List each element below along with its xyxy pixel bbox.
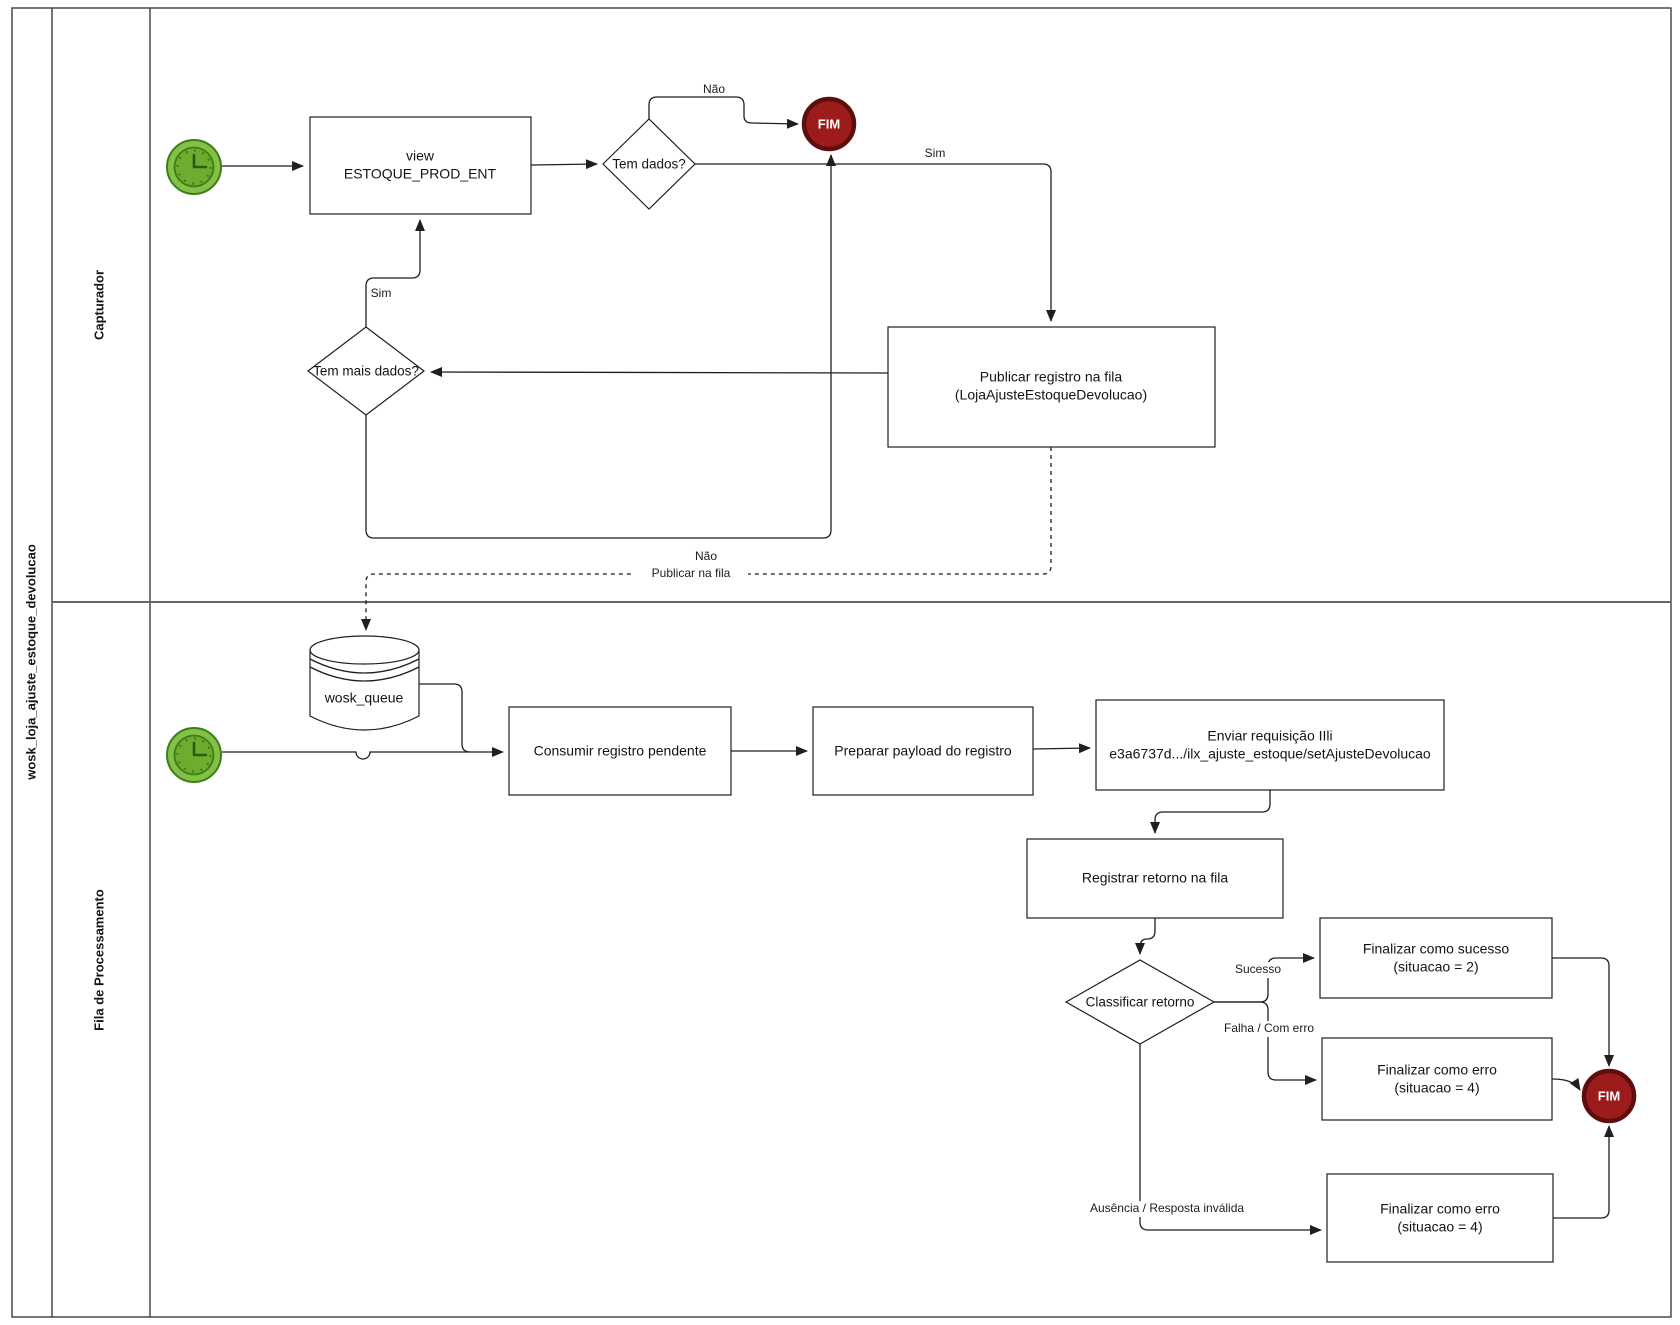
task-box[interactable] xyxy=(1326,1173,1554,1263)
task-label-line2: (LojaAjusteEstoqueDevolucao) xyxy=(955,387,1147,403)
clock-hands-icon xyxy=(192,153,208,169)
gateway-label: Classificar retorno xyxy=(1086,995,1195,1010)
gateway-diamond[interactable] xyxy=(307,326,425,416)
clock-ticks xyxy=(176,149,212,185)
edge-classificar-ausencia xyxy=(1139,1044,1322,1235)
timer-start-event-fila[interactable] xyxy=(166,727,222,783)
end-event-label: FIM xyxy=(1598,1088,1620,1103)
edge-preparar-to-enviar xyxy=(1032,743,1091,754)
edge-tem-mais-nao xyxy=(365,154,836,539)
task-label-line1: Finalizar como erro xyxy=(1380,1201,1500,1217)
pool-wosk-loja-ajuste-estoque-devolucao: wosk_loja_ajuste_estoque_devolucao Captu… xyxy=(11,7,1672,1318)
task-finalizar-como-erro-1[interactable]: Finalizar como erro (situacao = 4) xyxy=(1321,1037,1553,1121)
edge-label-sim: Sim xyxy=(925,146,946,160)
task-label-line2: (situacao = 2) xyxy=(1393,959,1478,975)
edge-label-nao-loop: Não xyxy=(695,549,717,563)
task-label-line1: Publicar registro na fila xyxy=(980,369,1123,385)
task-view-estoque-prod-ent[interactable]: view ESTOQUE_PROD_ENT xyxy=(309,116,532,215)
cylinder-top xyxy=(309,635,420,665)
timer-start-event-capturador[interactable] xyxy=(166,139,222,195)
task-label-line1: Finalizar como sucesso xyxy=(1363,941,1509,957)
task-label-line2: e3a6737d.../ilx_ajuste_estoque/setAjuste… xyxy=(1109,746,1431,762)
gateway-tem-mais-dados[interactable]: Tem mais dados? xyxy=(307,326,425,416)
task-finalizar-como-sucesso[interactable]: Finalizar como sucesso (situacao = 2) xyxy=(1319,917,1553,999)
task-preparar-payload[interactable]: Preparar payload do registro xyxy=(812,706,1034,796)
end-event-icon xyxy=(801,96,857,152)
task-finalizar-como-erro-2[interactable]: Finalizar como erro (situacao = 4) xyxy=(1326,1173,1554,1263)
edge-queue-to-consumir xyxy=(419,683,471,753)
task-label-line2: (situacao = 4) xyxy=(1394,1080,1479,1096)
pool-title: wosk_loja_ajuste_estoque_devolucao xyxy=(23,544,38,781)
label-backing xyxy=(1230,962,1288,978)
edge-label-ausencia: Ausência / Resposta inválida xyxy=(1090,1201,1244,1215)
edge-start2-to-consumir xyxy=(222,747,504,760)
task-label-line2: ESTOQUE_PROD_ENT xyxy=(344,166,497,182)
task-label: Consumir registro pendente xyxy=(534,743,707,759)
task-label-line1: Enviar requisição IIli xyxy=(1207,728,1332,744)
edge-registrar-to-classificar xyxy=(1135,918,1156,955)
cylinder-rim-2 xyxy=(309,666,420,682)
edge-tem-dados-sim xyxy=(695,163,1056,322)
task-publicar-registro-na-fila[interactable]: Publicar registro na fila (LojaAjusteEst… xyxy=(887,326,1216,448)
edge-erro2-to-fim xyxy=(1553,1125,1614,1219)
edge-label-falha: Falha / Com erro xyxy=(1224,1021,1314,1035)
edge-erro1-to-fim xyxy=(1551,1078,1581,1091)
end-event-fim-fila[interactable]: FIM xyxy=(1581,1068,1637,1124)
edge-tem-mais-sim xyxy=(365,219,425,327)
gateway-classificar-retorno[interactable]: Classificar retorno xyxy=(1064,959,1216,1045)
task-label-line1: Finalizar como erro xyxy=(1377,1062,1497,1078)
edge-label-publicar-na-fila: Publicar na fila xyxy=(652,566,731,580)
edge-enviar-to-registrar xyxy=(1150,790,1271,834)
task-box[interactable] xyxy=(508,706,732,796)
lane-label-fila-de-processamento: Fila de Processamento xyxy=(91,889,106,1031)
edge-classificar-sucesso xyxy=(1214,953,1315,1003)
end-event-fim-capturador[interactable]: FIM xyxy=(801,96,857,152)
task-box[interactable] xyxy=(887,326,1216,448)
sequence-flows: wosk_queue --> xyxy=(222,96,1614,1235)
task-consumir-registro-pendente[interactable]: Consumir registro pendente xyxy=(508,706,732,796)
datastore-wosk-queue[interactable]: wosk_queue xyxy=(309,635,420,731)
cylinder-rim-1 xyxy=(309,658,420,674)
task-box[interactable] xyxy=(309,116,532,215)
lane-label-capturador: Capturador xyxy=(91,270,106,340)
task-box[interactable] xyxy=(1319,917,1553,999)
gateway-label: Tem mais dados? xyxy=(313,364,419,379)
label-backing xyxy=(634,566,748,582)
pool-border xyxy=(11,7,1672,1318)
gateway-diamond[interactable] xyxy=(1064,959,1216,1045)
end-event-label: FIM xyxy=(818,116,840,131)
task-label-line2: (situacao = 4) xyxy=(1397,1219,1482,1235)
task-box[interactable] xyxy=(1321,1037,1553,1121)
end-event-icon xyxy=(1581,1068,1637,1124)
edge-label-sucesso: Sucesso xyxy=(1235,962,1281,976)
edge-sucesso-to-fim xyxy=(1552,957,1614,1067)
label-backing xyxy=(1076,1201,1258,1217)
task-box[interactable] xyxy=(812,706,1034,796)
datastore-label: wosk_queue xyxy=(324,690,404,706)
task-enviar-requisicao[interactable]: Enviar requisição IIli e3a6737d.../ilx_a… xyxy=(1095,699,1445,791)
edge-label-nao: Não xyxy=(703,82,725,96)
gateway-label: Tem dados? xyxy=(612,157,686,172)
clock-hands-icon xyxy=(192,741,208,757)
edge-labels: Não Sim Sim Não Publicar na fila Sucesso… xyxy=(371,82,1325,1217)
label-backing xyxy=(1213,1021,1325,1037)
clock-ticks xyxy=(176,737,212,773)
edge-publicar-to-tem-mais xyxy=(430,367,889,378)
gateway-tem-dados[interactable]: Tem dados? xyxy=(602,118,696,210)
task-label: Preparar payload do registro xyxy=(834,743,1012,759)
task-label-line1: view xyxy=(406,148,435,164)
edge-classificar-falha xyxy=(1214,1001,1317,1085)
gateway-diamond[interactable] xyxy=(602,118,696,210)
edge-tem-dados-nao xyxy=(648,96,799,129)
task-box[interactable] xyxy=(1095,699,1445,791)
task-label: Registrar retorno na fila xyxy=(1082,870,1229,886)
edge-label-sim-loop: Sim xyxy=(371,286,392,300)
edge-view-to-tem-dados xyxy=(530,159,598,170)
task-registrar-retorno[interactable]: Registrar retorno na fila xyxy=(1026,838,1284,919)
task-box[interactable] xyxy=(1026,838,1284,919)
